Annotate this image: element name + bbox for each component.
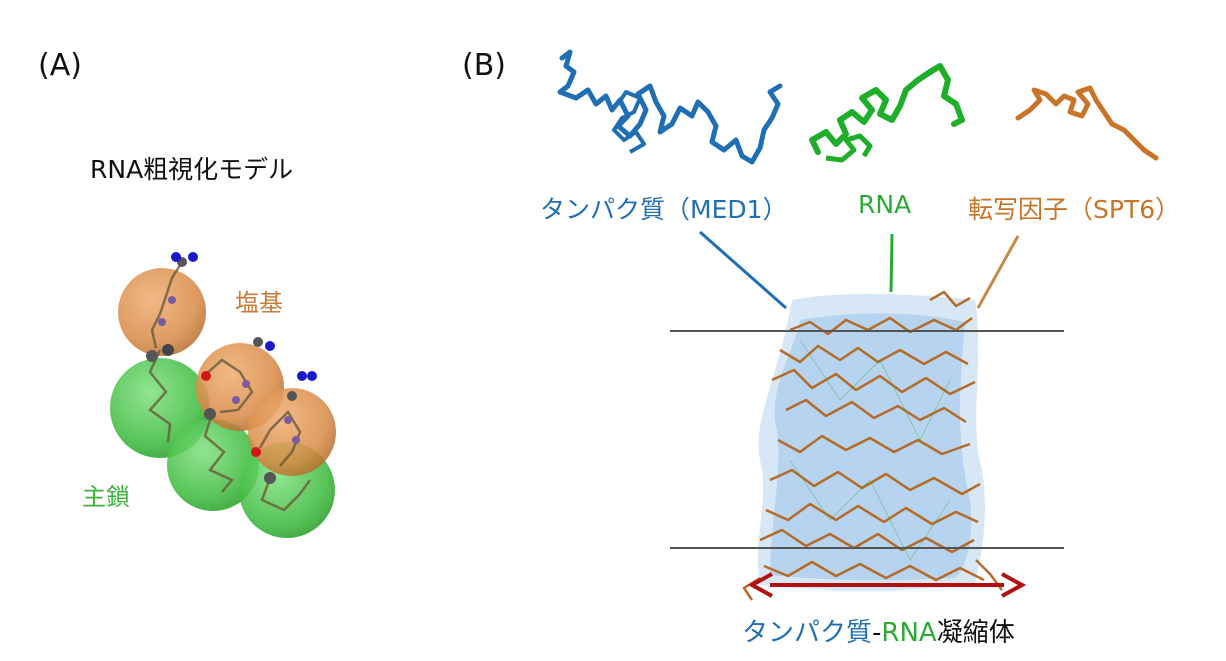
protein-chain-detail	[612, 90, 646, 154]
base-label: 塩基	[235, 289, 283, 317]
protein-connector	[699, 230, 787, 310]
rna-chain-detail	[825, 133, 873, 163]
tf-chain	[1015, 85, 1159, 161]
rna-connector	[889, 233, 894, 293]
condensate-label-protein: タンパク質	[742, 618, 873, 648]
panel-label-b: (B)	[462, 48, 506, 83]
condensate-label-suffix: 凝縮体	[936, 618, 1015, 648]
rna-model-illustration	[110, 252, 336, 538]
base-sphere	[118, 268, 206, 356]
condensate-label: タンパク質-RNA凝縮体	[742, 612, 1015, 649]
width-arrow	[747, 572, 1027, 598]
protein-chain	[557, 49, 783, 165]
atoms	[146, 252, 317, 484]
tf-connector	[976, 235, 1020, 309]
condensate-label-dash: -	[872, 618, 882, 648]
protein-label: タンパク質（MED1）	[540, 195, 788, 224]
rna-label: RNA	[858, 190, 912, 219]
panel-label-a: (A)	[38, 48, 82, 83]
transcription-factor-label: 転写因子（SPT6）	[968, 195, 1181, 224]
condensate-label-rna: RNA	[881, 618, 937, 648]
model-title: RNA粗視化モデル	[90, 155, 294, 184]
backbone-label: 主鎖	[82, 483, 130, 511]
base-sphere	[248, 388, 336, 476]
condensate-snapshot	[742, 290, 1003, 601]
rna-chain	[809, 63, 965, 155]
